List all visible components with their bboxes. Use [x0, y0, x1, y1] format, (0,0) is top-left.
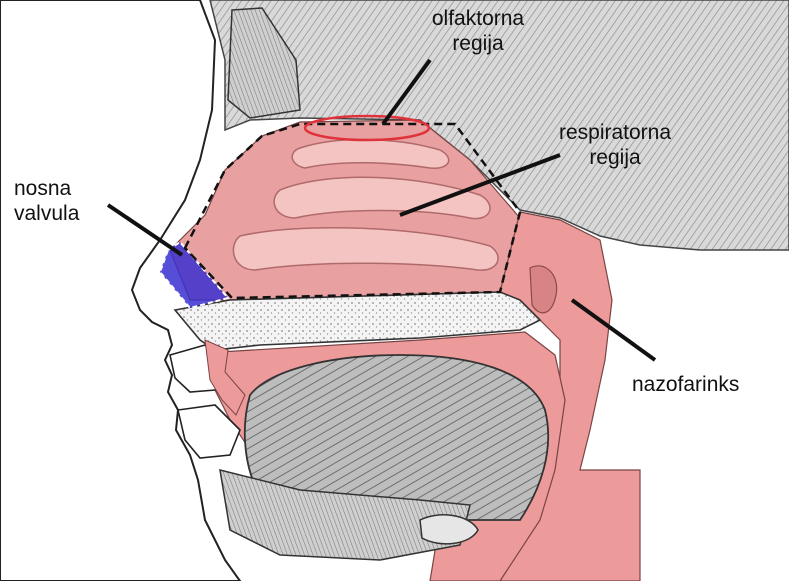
label-respiratory-line2: regija: [540, 145, 690, 170]
label-olfactory-line2: regija: [418, 31, 538, 56]
label-nasal-valve: nosna valvula: [14, 176, 114, 226]
label-olfactory-region: olfaktorna regija: [418, 6, 538, 56]
label-respiratory-region: respiratorna regija: [540, 120, 690, 170]
label-nasopharynx-line1: nazofarinks: [632, 372, 782, 397]
label-nasal-valve-line1: nosna: [14, 176, 114, 201]
label-respiratory-line1: respiratorna: [540, 120, 690, 145]
label-olfactory-line1: olfaktorna: [418, 6, 538, 31]
label-nasal-valve-line2: valvula: [14, 201, 114, 226]
label-nasopharynx: nazofarinks: [632, 372, 782, 397]
